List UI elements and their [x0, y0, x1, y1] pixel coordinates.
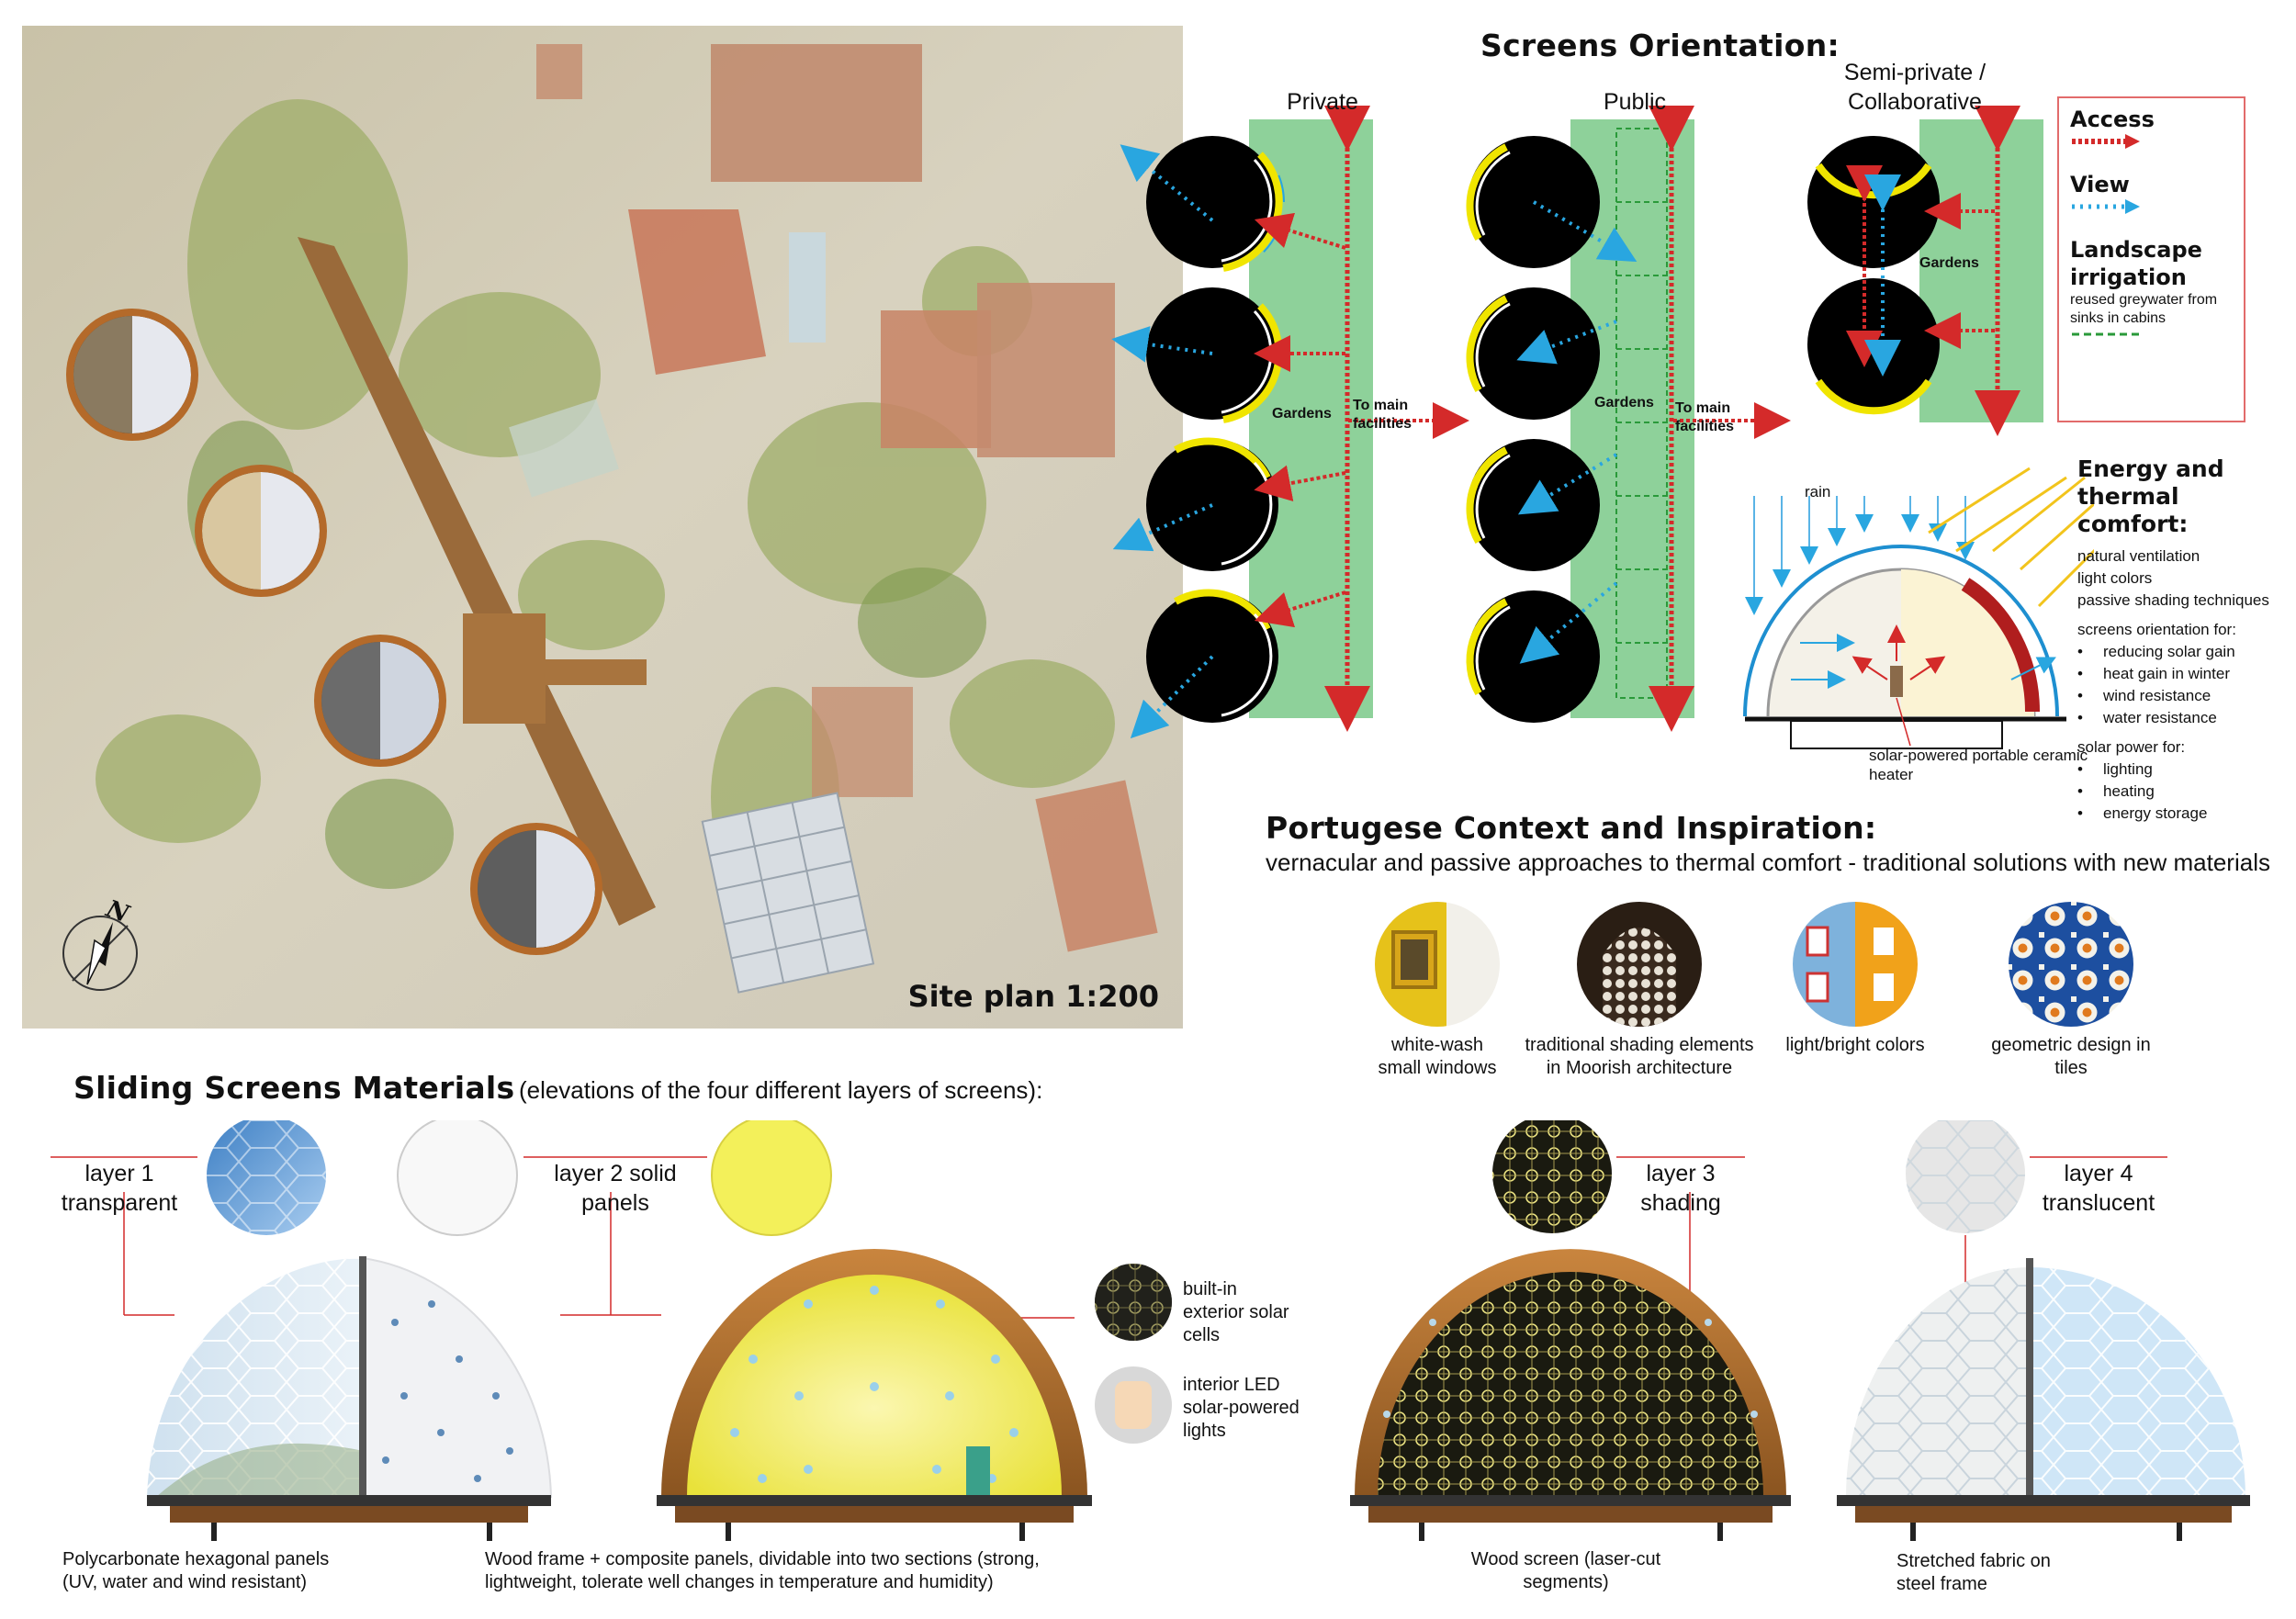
rain-label: rain [1805, 483, 1831, 500]
screens-item: reducing solar gain [2077, 641, 2294, 663]
layer3-label: layer 3 shading [1640, 1161, 1721, 1216]
legend-landscape-note: reused greywater from sinks in cabins [2070, 292, 2218, 326]
dome-translucent [1837, 1258, 2250, 1541]
context-label: white-wash small windows [1378, 1035, 1497, 1078]
north-arrow-icon [62, 916, 138, 991]
gardens-label-public: Gardens [1594, 395, 1654, 410]
layer1-label: layer 1 transparent [61, 1161, 178, 1216]
solar-item: heating [2077, 781, 2294, 803]
energy-item: passive shading techniques [2077, 591, 2269, 609]
heater-label: solar-powered portable ceramic heater [1869, 747, 2088, 783]
orientation-title: Screens Orientation: [1480, 28, 1840, 63]
energy-item: light colors [2077, 569, 2153, 587]
site-cabins [66, 309, 602, 955]
context-label: traditional shading elements in Moorish … [1525, 1035, 1754, 1078]
materials-title: Sliding Screens Materials [73, 1070, 515, 1106]
screens-item: heat gain in winter [2077, 663, 2294, 685]
caption-fabric: Stretched fabric on steel frame [1896, 1551, 2051, 1594]
context-label: geometric design in tiles [1991, 1035, 2151, 1078]
context-item-tiles: geometric design in tiles [1984, 900, 2158, 1080]
access-arrow-icon [2072, 134, 2140, 149]
whitewash-window-image [1375, 902, 1500, 1027]
context-item-moorish: traditional shading elements in Moorish … [1525, 900, 1754, 1080]
site-plan-map: N Site plan 1:200 [22, 26, 1183, 1029]
materials-elevations [51, 1120, 2250, 1541]
to-main-private: To main facilities [1353, 398, 1412, 432]
solar-head: solar power for: [2077, 738, 2186, 756]
aerial-photo [22, 26, 1183, 1029]
thermal-dome-diagram [1743, 467, 2094, 749]
col-label-private: Private [1287, 89, 1358, 115]
dome-solid [657, 1249, 1092, 1541]
caption-polycarbonate: Polycarbonate hexagonal panels (UV, wate… [62, 1549, 330, 1592]
dome-transparent [147, 1256, 553, 1541]
irrigation-line-icon [2072, 332, 2139, 336]
solid-swatch [397, 1120, 518, 1236]
context-label: light/bright colors [1785, 1035, 1925, 1055]
gardens-label-semi: Gardens [1919, 255, 1979, 271]
legend-access: Access [2070, 107, 2155, 132]
materials-subtitle: (elevations of the four different layers… [518, 1076, 1043, 1104]
legend-view: View [2070, 172, 2130, 197]
screens-item: water resistance [2077, 707, 2294, 729]
to-main-public: To main facilities [1675, 400, 1735, 434]
context-item-windows: white-wash small windows [1368, 900, 1506, 1080]
caption-wood-frame: Wood frame + composite panels, dividable… [485, 1549, 1040, 1592]
gardens-label-private: Gardens [1272, 406, 1332, 422]
context-item-colors: light/bright colors [1773, 900, 1938, 1057]
col-label-semi-private: Semi-private / Collaborative [1843, 60, 1986, 115]
dome-shading [1350, 1249, 1791, 1541]
energy-title: Energy and thermal comfort: [2077, 455, 2224, 537]
caption-wood-screen: Wood screen (laser-cut segments) [1470, 1549, 1661, 1592]
moorish-screen-image [1577, 902, 1702, 1027]
energy-item: natural ventilation [2077, 547, 2200, 565]
solar-item: energy storage [2077, 803, 2294, 825]
layer4-label: layer 4 translucent [2042, 1161, 2155, 1216]
energy-panel: Energy and thermal comfort: natural vent… [2077, 455, 2294, 825]
screens-item: wind resistance [2077, 685, 2294, 707]
materials-heading: Sliding Screens Materials (elevations of… [73, 1070, 1042, 1106]
layer2-label: layer 2 solid panels [554, 1161, 677, 1216]
bright-facades-image [1793, 902, 1918, 1027]
solar-cells-label: built-in exterior solar cells [1183, 1279, 1289, 1345]
site-plan-label: Site plan 1:200 [907, 979, 1159, 1014]
orientation-diagram [1111, 106, 2094, 749]
view-arrow-icon [2072, 199, 2140, 214]
legend-landscape: Landscape irrigation [2070, 237, 2202, 290]
legend-box: Access View Landscape irrigation reused … [2057, 96, 2245, 422]
azulejo-tiles-image [2009, 902, 2133, 1027]
led-label: interior LED solar-powered lights [1183, 1375, 1300, 1441]
yellow-swatch [711, 1120, 832, 1236]
shading-swatch [1492, 1120, 1612, 1233]
context-subtitle: vernacular and passive approaches to the… [1266, 849, 2270, 876]
solar-item: lighting [2077, 759, 2294, 781]
context-title: Portugese Context and Inspiration: [1266, 810, 1877, 846]
screens-head: screens orientation for: [2077, 621, 2236, 638]
col-label-public: Public [1603, 89, 1667, 115]
